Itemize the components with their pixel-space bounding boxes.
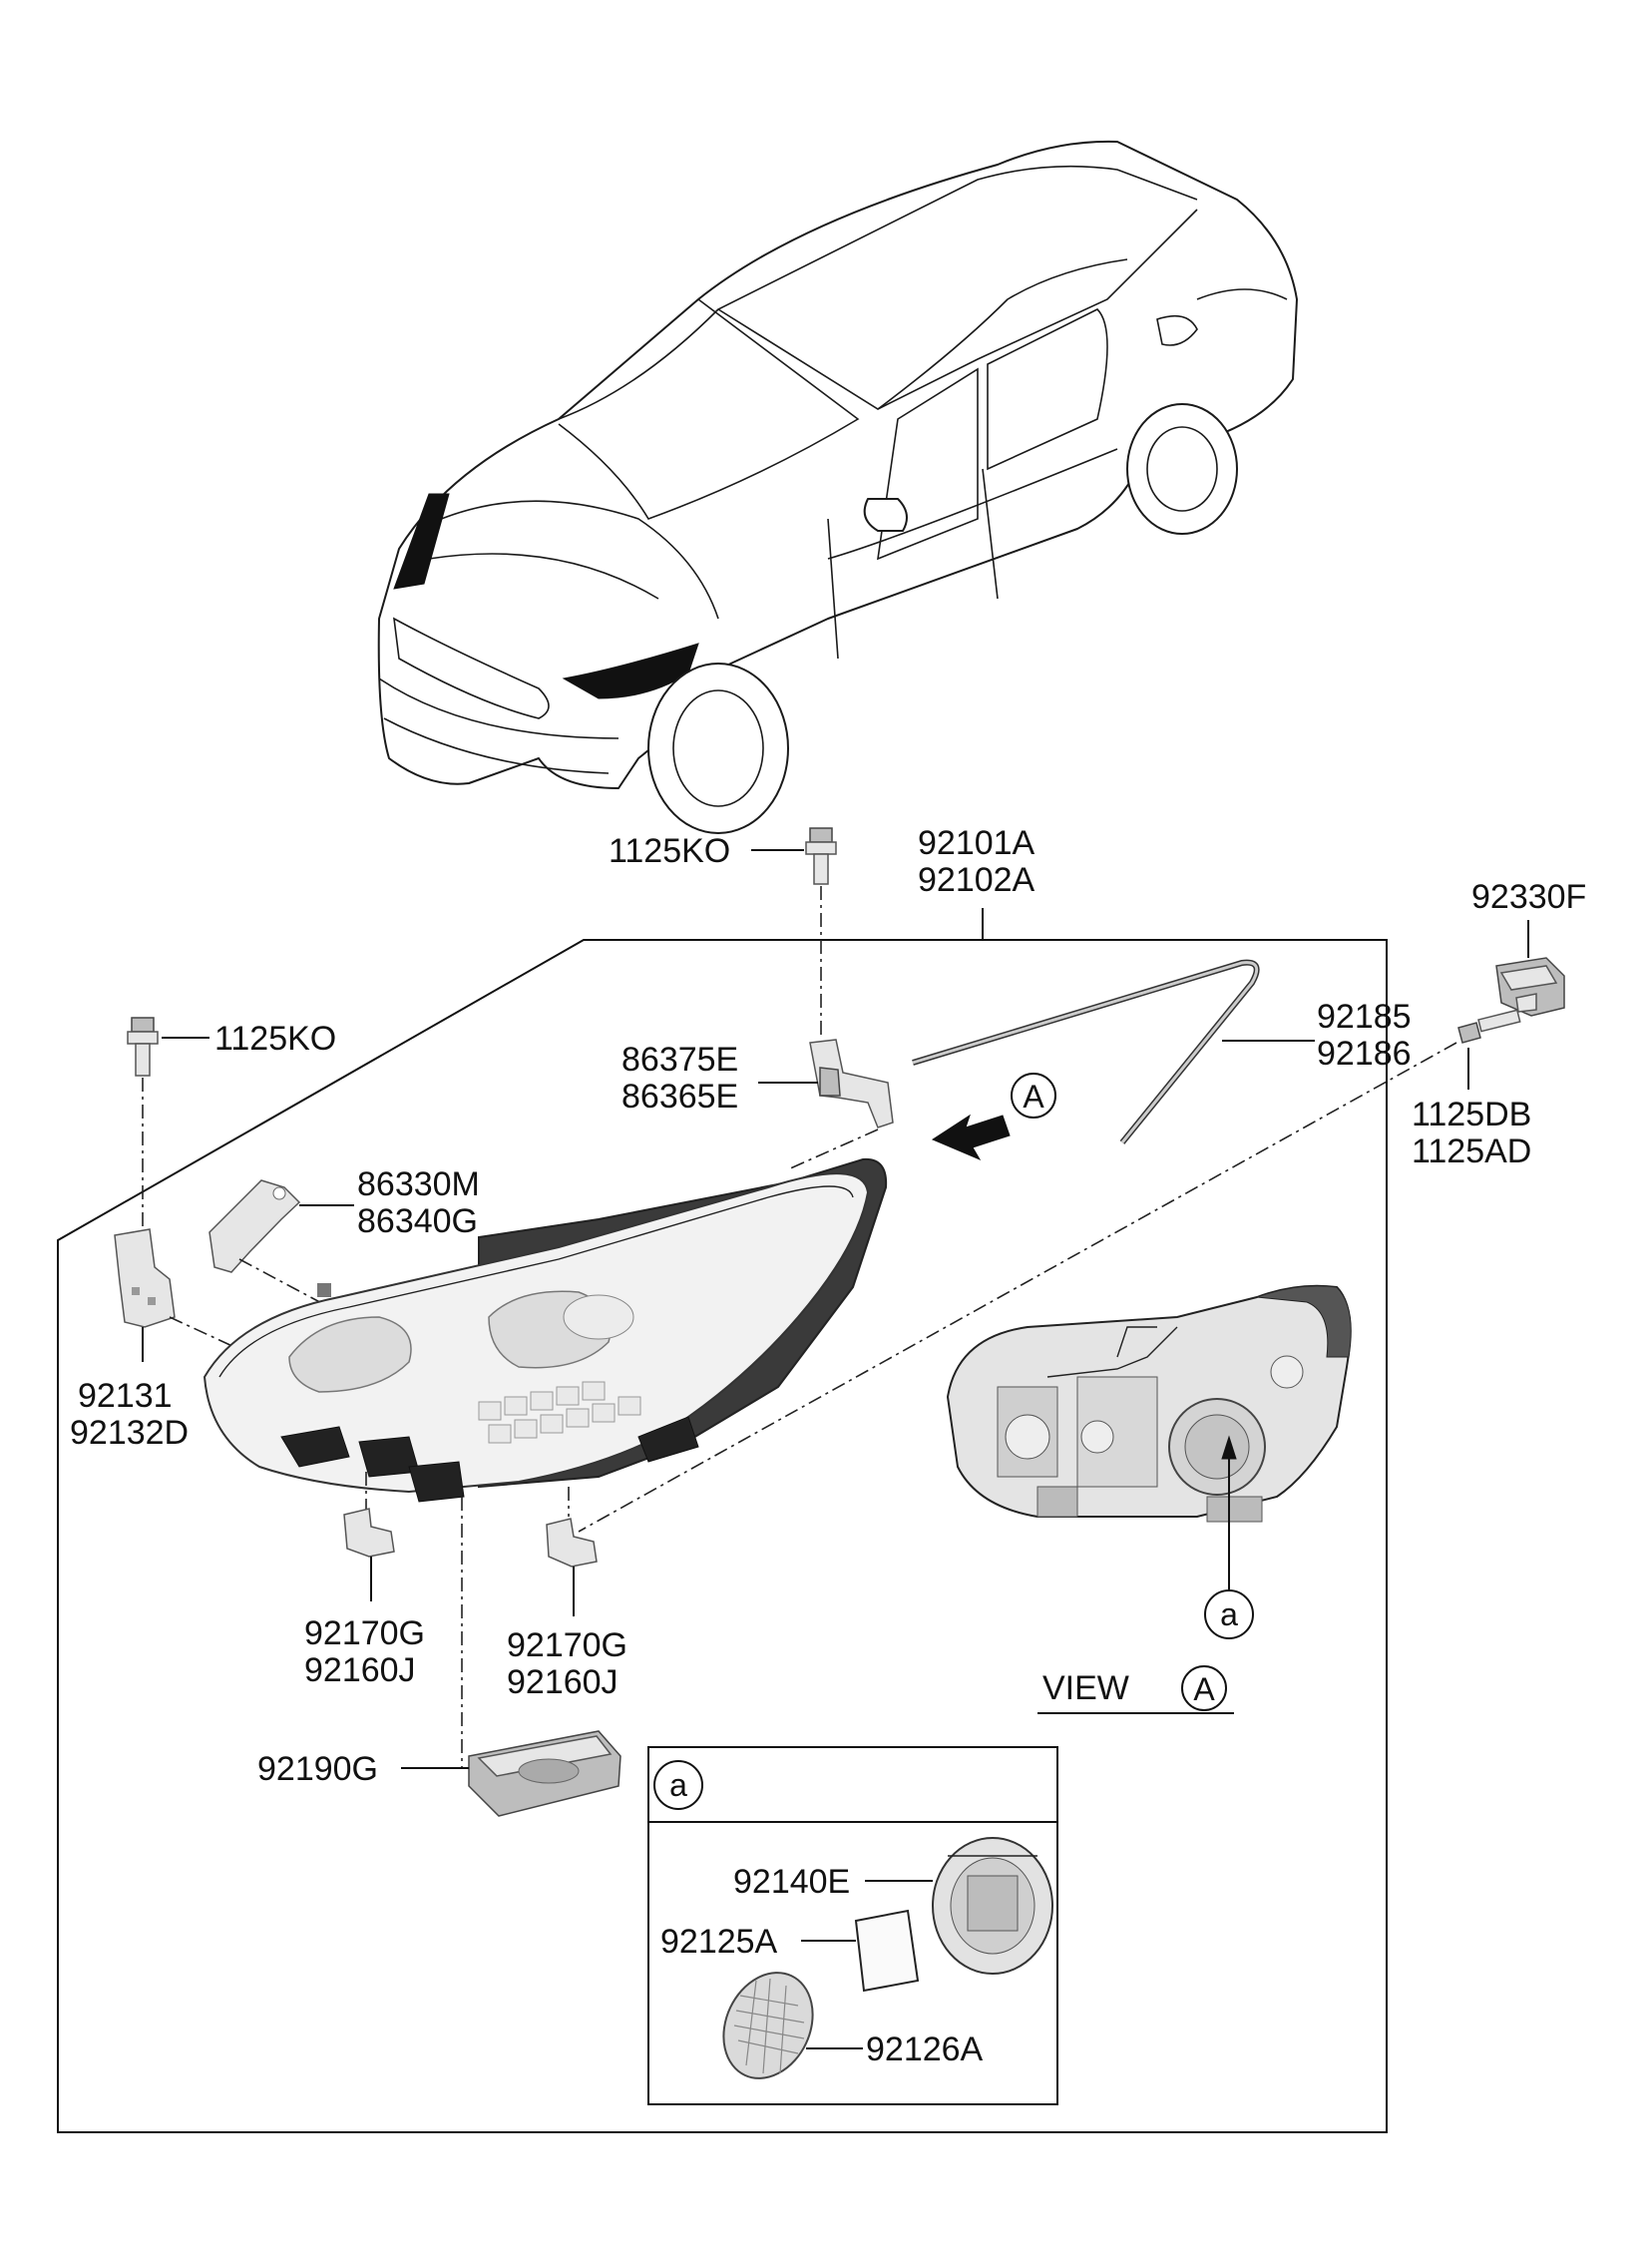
callout-assembly-b[interactable]: 92102A (918, 861, 1035, 899)
callout-mount-b[interactable]: 92132D (70, 1414, 189, 1452)
mount-bracket-icon (114, 1228, 176, 1328)
callout-bracket-a[interactable]: 86375E (621, 1041, 738, 1079)
headlamp-highlight-icon (562, 643, 699, 699)
vehicle-outline-icon (377, 140, 1298, 834)
seal-strip-icon (912, 959, 1260, 1144)
callout-assembly-a[interactable]: 92101A (918, 824, 1035, 862)
clip-icon (343, 1508, 395, 1558)
detail-box-ref: a (669, 1767, 687, 1803)
bracket-icon (809, 1039, 894, 1128)
callout-seal-b[interactable]: 92186 (1317, 1035, 1412, 1073)
callout-bolt-left[interactable]: 1125KO (214, 1020, 336, 1058)
callout-pad[interactable]: 92125A (660, 1923, 778, 1961)
screw-icon (1457, 1009, 1521, 1044)
headlamp-highlight-icon (393, 493, 450, 590)
detail-box (647, 1746, 1058, 2105)
callout-cap[interactable]: 92140E (733, 1863, 850, 1901)
callout-bracket-b[interactable]: 86365E (621, 1078, 738, 1116)
callout-clip1-a[interactable]: 92170G (304, 1614, 425, 1652)
headlamp-rear-view-icon (946, 1284, 1352, 1523)
callout-screw-a[interactable]: 1125DB (1412, 1096, 1531, 1133)
bracket-icon (208, 1179, 301, 1273)
callout-filter[interactable]: 92126A (866, 2030, 984, 2068)
callout-clip2-b[interactable]: 92160J (507, 1663, 619, 1701)
callout-bracket2-a[interactable]: 86330M (357, 1165, 480, 1203)
mesh-filter-icon (722, 1972, 814, 2079)
bolt-icon (127, 1017, 159, 1077)
callout-clip2-a[interactable]: 92170G (507, 1626, 627, 1664)
view-label: VIEW (1042, 1669, 1129, 1707)
view-arrow-ref: A (1023, 1079, 1044, 1115)
callout-mount-a[interactable]: 92131 (78, 1377, 173, 1415)
callout-seal-a[interactable]: 92185 (1317, 998, 1412, 1036)
bolt-icon (805, 827, 837, 885)
socket-icon (1495, 957, 1565, 1017)
clip-icon (546, 1518, 598, 1568)
callout-bolt-top[interactable]: 1125KO (609, 832, 730, 870)
callout-socket[interactable]: 92330F (1471, 878, 1586, 916)
dust-cap-icon (932, 1837, 1053, 1975)
pad-icon (854, 1909, 920, 1993)
callout-clip1-b[interactable]: 92160J (304, 1651, 416, 1689)
control-module-icon (468, 1730, 621, 1817)
view-detail-ref: a (1220, 1596, 1238, 1632)
headlamp-assembly-icon (203, 1157, 888, 1503)
callout-screw-b[interactable]: 1125AD (1412, 1132, 1531, 1170)
view-direction-arrow-icon (931, 1114, 1011, 1161)
view-label-ref: A (1193, 1671, 1215, 1707)
callout-module[interactable]: 92190G (257, 1750, 378, 1788)
callout-bracket2-b[interactable]: 86340G (357, 1202, 478, 1240)
assembly-frame (57, 939, 1388, 2133)
